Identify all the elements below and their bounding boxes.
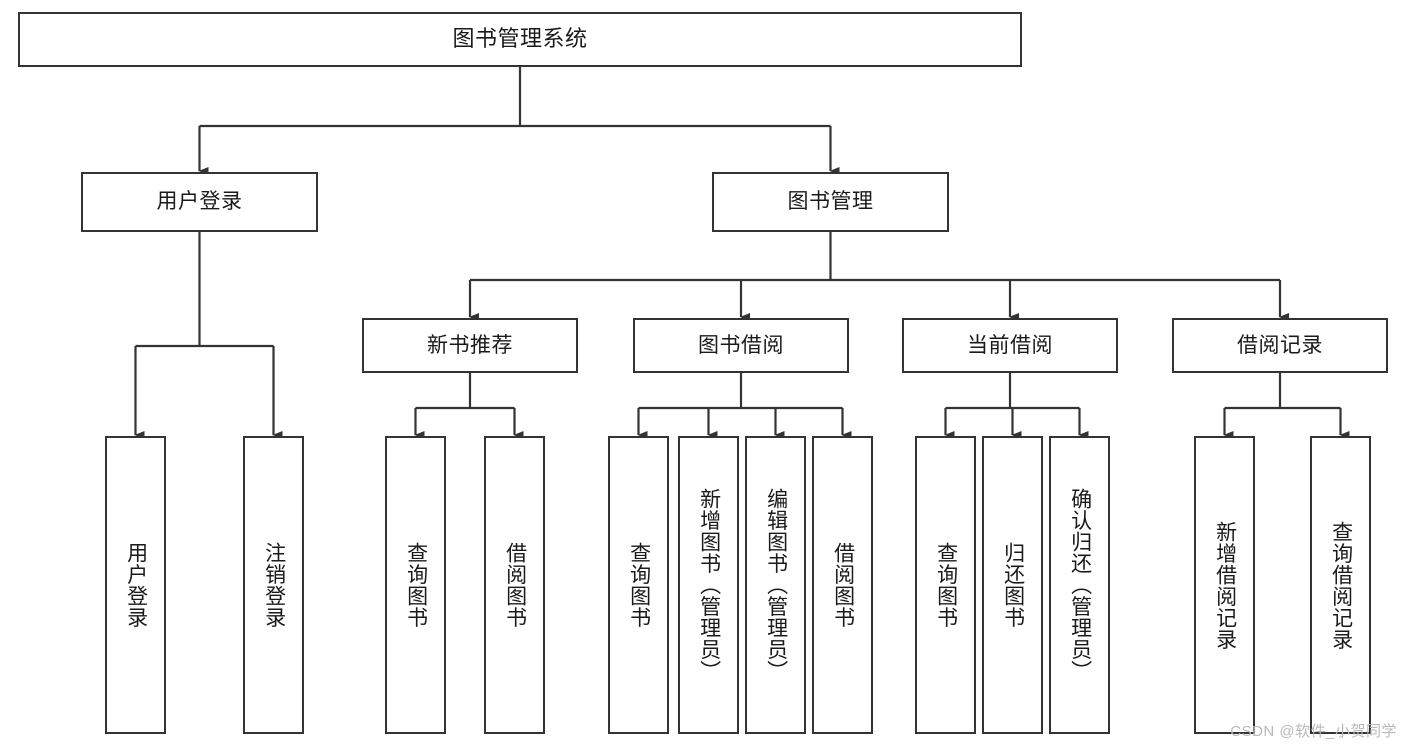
node-root-label: 图书管理系统 <box>452 26 588 52</box>
node-book-manage-label: 图书管理 <box>787 190 874 214</box>
leaf-user-login[interactable]: 用户登录 <box>105 436 166 734</box>
watermark-text: CSDN @软件_小贺同学 <box>1230 723 1397 740</box>
node-borrow-record-label: 借阅记录 <box>1237 333 1323 357</box>
leaf-confirm-return-label: 确认归还（管理员） <box>1068 488 1092 682</box>
leaf-confirm-return[interactable]: 确认归还（管理员） <box>1049 436 1110 734</box>
leaf-query-borrow-record-label: 查询借阅记录 <box>1329 520 1353 650</box>
leaf-return-book-label: 归还图书 <box>1001 542 1025 628</box>
leaf-user-login-label: 用户登录 <box>124 542 148 628</box>
leaf-query-book-2-label: 查询图书 <box>627 542 651 628</box>
node-book-borrow-label: 图书借阅 <box>698 333 784 357</box>
leaf-query-book-2[interactable]: 查询图书 <box>608 436 669 734</box>
node-new-book-recommend[interactable]: 新书推荐 <box>362 318 578 373</box>
node-current-borrow[interactable]: 当前借阅 <box>902 318 1118 373</box>
leaf-query-borrow-record[interactable]: 查询借阅记录 <box>1310 436 1371 734</box>
node-user-login[interactable]: 用户登录 <box>81 172 318 232</box>
leaf-edit-book[interactable]: 编辑图书（管理员） <box>745 436 806 734</box>
leaf-query-book-3[interactable]: 查询图书 <box>915 436 976 734</box>
leaf-logout[interactable]: 注销登录 <box>243 436 304 734</box>
leaf-add-book-label: 新增图书（管理员） <box>697 488 721 682</box>
leaf-query-book-1-label: 查询图书 <box>404 542 428 628</box>
node-current-borrow-label: 当前借阅 <box>967 333 1053 357</box>
leaf-return-book[interactable]: 归还图书 <box>982 436 1043 734</box>
node-book-borrow[interactable]: 图书借阅 <box>633 318 849 373</box>
node-root[interactable]: 图书管理系统 <box>18 12 1022 67</box>
leaf-borrow-book-2-label: 借阅图书 <box>831 542 855 628</box>
leaf-edit-book-label: 编辑图书（管理员） <box>764 488 788 682</box>
leaf-borrow-book-1-label: 借阅图书 <box>503 542 527 628</box>
leaf-add-borrow-record[interactable]: 新增借阅记录 <box>1194 436 1255 734</box>
node-new-book-recommend-label: 新书推荐 <box>427 333 513 357</box>
node-user-login-label: 用户登录 <box>156 190 243 214</box>
leaf-borrow-book-2[interactable]: 借阅图书 <box>812 436 873 734</box>
leaf-logout-label: 注销登录 <box>262 542 286 628</box>
node-borrow-record[interactable]: 借阅记录 <box>1172 318 1388 373</box>
node-book-manage[interactable]: 图书管理 <box>712 172 949 232</box>
leaf-add-book[interactable]: 新增图书（管理员） <box>678 436 739 734</box>
leaf-query-book-3-label: 查询图书 <box>934 542 958 628</box>
leaf-borrow-book-1[interactable]: 借阅图书 <box>484 436 545 734</box>
leaf-query-book-1[interactable]: 查询图书 <box>385 436 446 734</box>
leaf-add-borrow-record-label: 新增借阅记录 <box>1213 520 1237 650</box>
